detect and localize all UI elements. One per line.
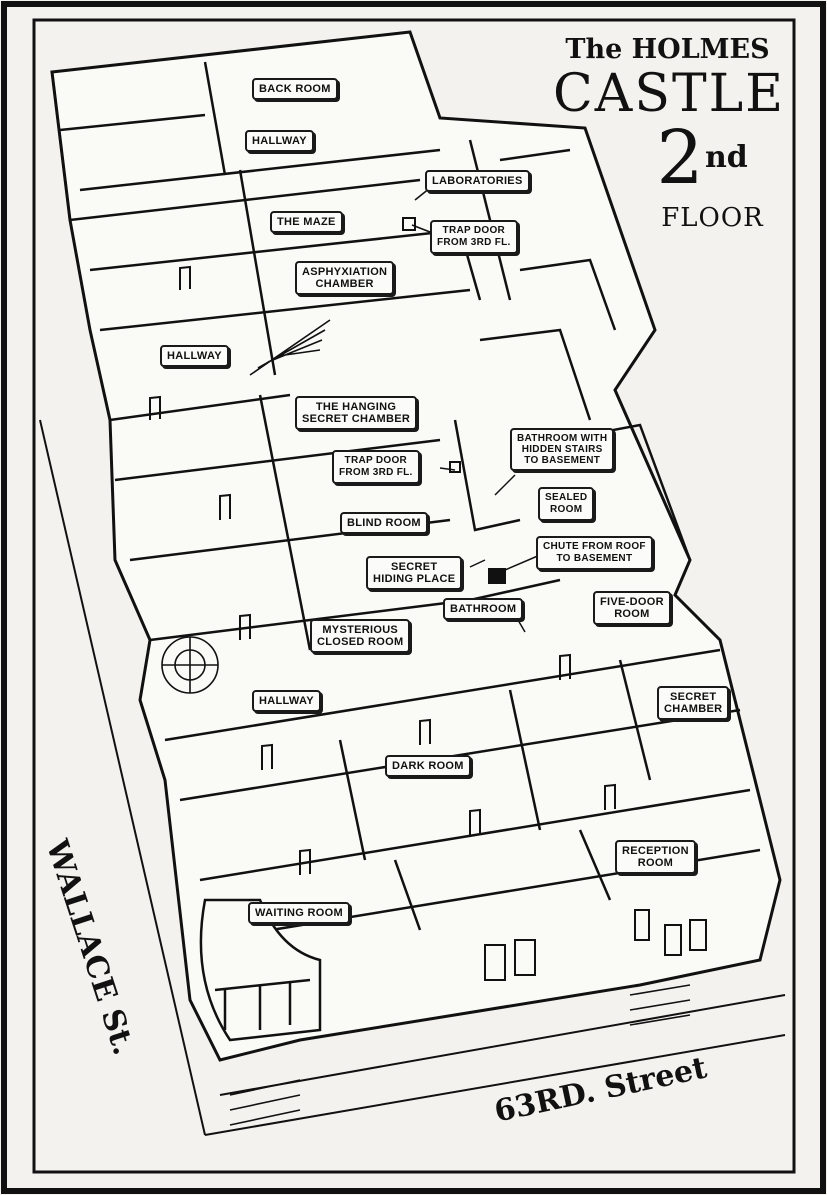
label-asphyxiation-chamber: ASPHYXIATION CHAMBER [295, 261, 395, 295]
floor-suffix: nd [705, 140, 748, 175]
label-bathroom: BATHROOM [443, 598, 524, 620]
label-the-maze: THE MAZE [270, 211, 343, 233]
title-line-1: The HOLMES [565, 34, 770, 65]
label-secret-hiding-place: SECRET HIDING PLACE [366, 556, 463, 590]
staircases [161, 319, 691, 1126]
door-marks [149, 265, 616, 875]
label-five-door-room: FIVE-DOOR ROOM [593, 591, 671, 625]
label-trap-door-1: TRAP DOOR FROM 3RD FL. [430, 220, 518, 254]
label-laboratories: LABORATORIES [425, 170, 530, 192]
trap-door-mark-1 [402, 217, 416, 231]
floor-number: 2 [656, 115, 704, 201]
label-bathroom-hidden-stairs: BATHROOM WITH HIDDEN STAIRS TO BASEMENT [510, 428, 615, 471]
label-secret-chamber: SECRET CHAMBER [657, 686, 730, 720]
label-blind-room: BLIND ROOM [340, 512, 428, 534]
label-chute: CHUTE FROM ROOF TO BASEMENT [536, 536, 653, 570]
street-lines [39, 419, 786, 1136]
label-hanging-secret-chamber: THE HANGING SECRET CHAMBER [295, 396, 418, 430]
chute-mark [488, 568, 506, 584]
inner-border [32, 18, 796, 1174]
floor-word: FLOOR [661, 203, 764, 233]
building-outline [50, 30, 782, 1062]
label-sealed-room: SEALED ROOM [538, 487, 595, 521]
trap-door-mark-2 [449, 461, 461, 473]
label-reception-room: RECEPTION ROOM [615, 840, 696, 874]
label-hallway-mid: HALLWAY [160, 345, 229, 367]
label-mysterious-closed-room: MYSTERIOUS CLOSED ROOM [310, 619, 411, 653]
front-windows [484, 909, 707, 981]
front-turret [199, 898, 322, 1042]
label-back-room: BACK ROOM [252, 78, 338, 100]
callout-pointers [411, 187, 541, 633]
title-line-2: CASTLE [553, 64, 786, 124]
label-dark-room: DARK ROOM [385, 755, 471, 777]
label-waiting-room: WAITING ROOM [248, 902, 350, 924]
label-hallway-top: HALLWAY [245, 130, 314, 152]
label-trap-door-2: TRAP DOOR FROM 3RD FL. [332, 450, 420, 484]
label-hallway-low: HALLWAY [252, 690, 321, 712]
